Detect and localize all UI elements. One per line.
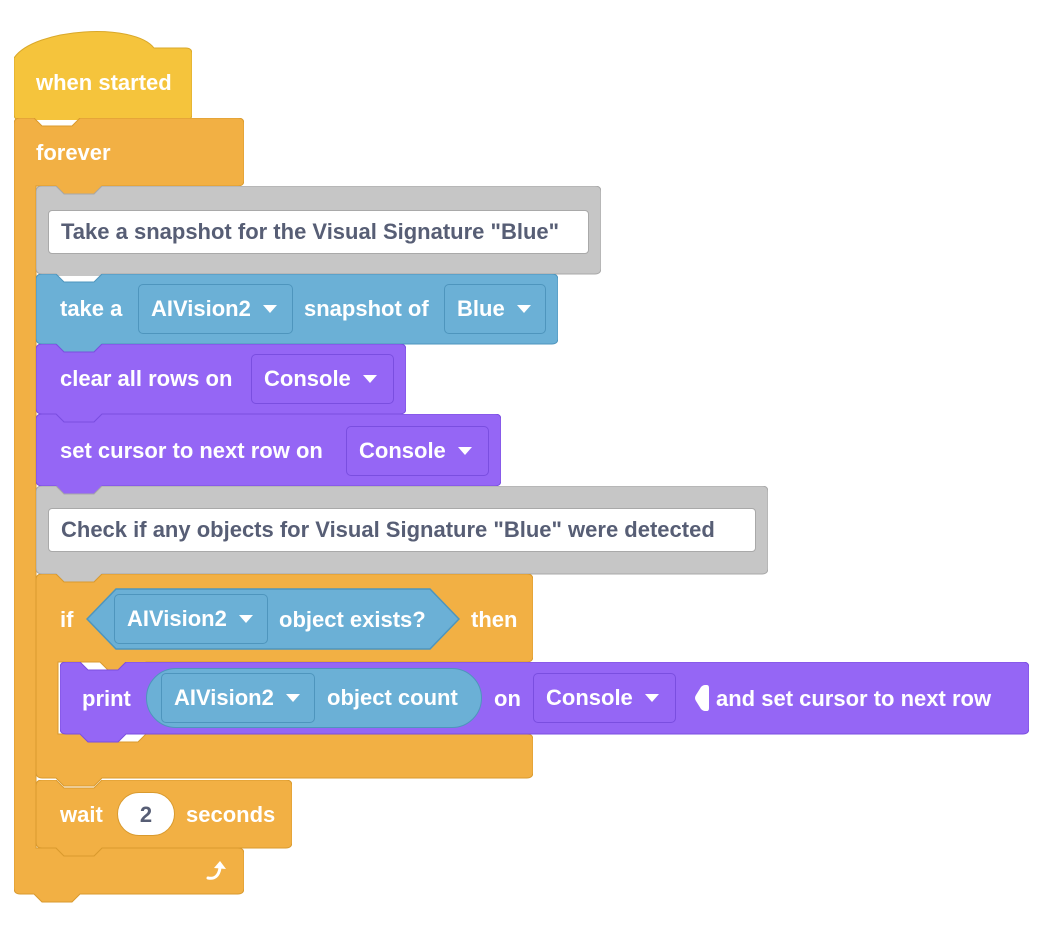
- print-target-dropdown-value: Console: [546, 685, 633, 710]
- set-cursor-block[interactable]: set cursor to next row on Console: [36, 414, 501, 495]
- wait-seconds-value: 2: [139, 802, 153, 827]
- print-label: print: [82, 686, 131, 711]
- when-started-hat-block[interactable]: when started: [14, 28, 192, 120]
- sensor-dropdown-value: AIVision2: [151, 296, 251, 321]
- print-target-dropdown[interactable]: Console: [533, 673, 676, 723]
- set-cursor-target-dropdown[interactable]: Console: [346, 426, 489, 476]
- chevron-down-icon: [285, 694, 300, 702]
- object-exists-label: object exists?: [279, 607, 426, 632]
- chevron-down-icon: [362, 375, 377, 383]
- sensor-dropdown[interactable]: AIVision2: [138, 284, 293, 334]
- forever-label: forever: [36, 140, 111, 165]
- comment-2-text[interactable]: Check if any objects for Visual Signatur…: [48, 508, 756, 552]
- comment-block-2[interactable]: Check if any objects for Visual Signatur…: [36, 486, 768, 582]
- chevron-down-icon: [238, 615, 253, 623]
- when-started-label: when started: [36, 70, 172, 95]
- clear-rows-target-value: Console: [264, 366, 351, 391]
- object-count-label: object count: [327, 685, 458, 710]
- comment-1-text[interactable]: Take a snapshot for the Visual Signature…: [48, 210, 589, 254]
- print-sensor-dropdown[interactable]: AIVision2: [161, 673, 315, 723]
- signature-dropdown[interactable]: Blue: [444, 284, 546, 334]
- clear-rows-label: clear all rows on: [60, 366, 233, 391]
- seconds-label: seconds: [186, 802, 276, 827]
- object-count-reporter[interactable]: AIVision2 object count: [146, 668, 482, 728]
- chevron-down-icon: [516, 305, 531, 313]
- then-label: then: [471, 607, 518, 632]
- collapse-arrow-icon[interactable]: [694, 684, 710, 712]
- take-a-label: take a: [60, 296, 123, 321]
- if-sensor-dropdown-value: AIVision2: [127, 606, 227, 631]
- snapshot-of-label: snapshot of: [304, 296, 429, 321]
- print-on-label: on: [494, 686, 521, 711]
- if-then-block[interactable]: if AIVision2 object exists? then: [36, 574, 533, 787]
- clear-all-rows-block[interactable]: clear all rows on Console: [36, 344, 406, 423]
- if-label: if: [60, 607, 74, 632]
- chevron-down-icon: [644, 694, 659, 702]
- wait-seconds-input[interactable]: 2: [117, 792, 175, 836]
- print-block[interactable]: print AIVision2 object count on Console …: [60, 662, 1029, 743]
- comment-block-1[interactable]: Take a snapshot for the Visual Signature…: [36, 186, 601, 276]
- set-cursor-label: set cursor to next row on: [60, 438, 323, 463]
- chevron-down-icon: [262, 305, 277, 313]
- print-suffix-label: and set cursor to next row: [716, 686, 992, 711]
- wait-label: wait: [60, 802, 103, 827]
- object-exists-reporter[interactable]: AIVision2 object exists?: [86, 588, 460, 650]
- signature-dropdown-value: Blue: [457, 296, 505, 321]
- chevron-down-icon: [457, 447, 472, 455]
- print-sensor-dropdown-value: AIVision2: [174, 685, 274, 710]
- if-sensor-dropdown[interactable]: AIVision2: [114, 594, 268, 644]
- wait-block[interactable]: wait 2 seconds: [36, 780, 292, 857]
- set-cursor-target-value: Console: [359, 438, 446, 463]
- clear-rows-target-dropdown[interactable]: Console: [251, 354, 394, 404]
- loop-arrow-icon: [206, 861, 226, 880]
- take-snapshot-block[interactable]: take a AIVision2 snapshot of Blue: [36, 274, 558, 353]
